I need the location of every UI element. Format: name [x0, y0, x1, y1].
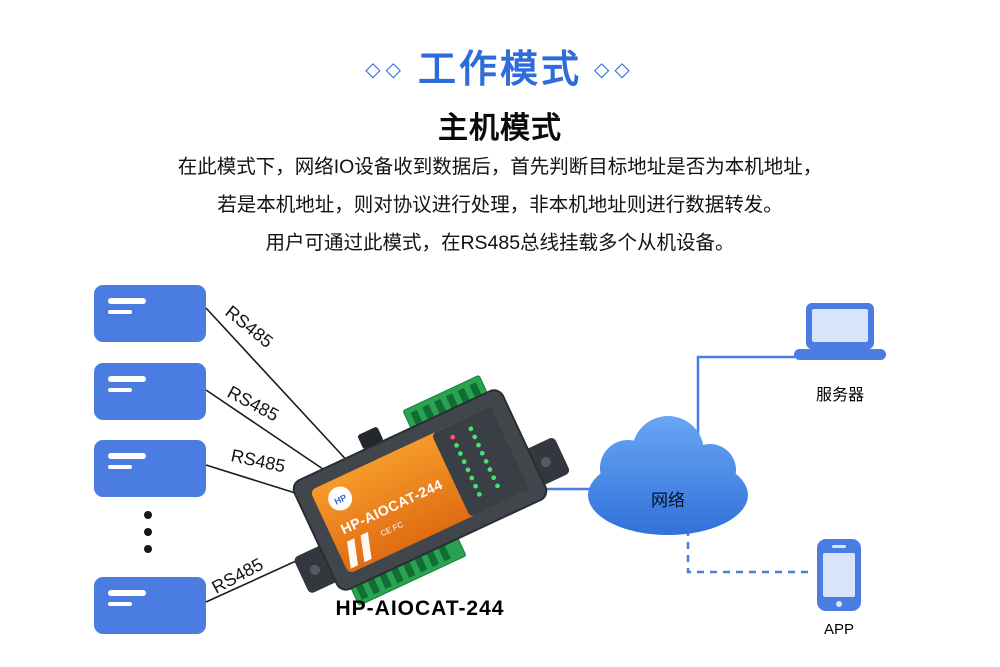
network-cloud [588, 416, 748, 535]
page-title-text: 工作模式 [417, 49, 582, 91]
device-stripe [347, 538, 358, 569]
device-screen-line [108, 388, 132, 392]
server-label: 服务器 [815, 387, 864, 404]
cloud-label: 网络 [651, 491, 685, 510]
device-screen-line [108, 453, 146, 459]
device-leds [450, 426, 500, 497]
device-screen-line [108, 376, 146, 382]
description-line: 若是本机地址，则对协议进行处理，非本机地址则进行数据转发。 [217, 194, 783, 216]
iot-gateway-illustration: HP HP-AIOCAT-244 CE FC [292, 375, 570, 606]
description-paragraph: 在此模式下，网络IO设备收到数据后，首先判断目标地址是否为本机地址， 若是本机地… [0, 148, 1000, 262]
diamond-decor-right-icon: ◇◇ [594, 59, 635, 81]
cloud-app-line [686, 516, 813, 574]
rs485-label: RS485 [229, 445, 287, 476]
device-screen-line [108, 590, 146, 596]
slave-device-box [94, 577, 206, 634]
device-screen-line [108, 602, 132, 606]
slave-device-box [94, 363, 206, 420]
device-led-section [433, 407, 529, 516]
vertical-ellipsis [144, 511, 152, 553]
app-label: APP [823, 621, 854, 638]
rs485-label: RS485 [221, 302, 276, 352]
mobile-phone-icon [817, 539, 861, 611]
device-screen-line [108, 310, 132, 314]
diamond-decor-left-icon: ◇◇ [365, 59, 406, 81]
device-caption: HP-AIOCAT-244 [335, 597, 505, 620]
device-screen-line [108, 298, 146, 304]
device-screen-line [108, 465, 132, 469]
device-logo-text: HP [333, 492, 349, 506]
slave-device-box [94, 440, 206, 497]
slave-device-box [94, 285, 206, 342]
section-subtitle: 主机模式 [438, 112, 562, 145]
rs485-label: RS485 [208, 554, 266, 598]
rs485-line [205, 307, 353, 467]
description-line: 用户可通过此模式，在RS485总线挂载多个从机设备。 [265, 232, 735, 254]
description-line: 在此模式下，网络IO设备收到数据后，首先判断目标地址是否为本机地址， [177, 156, 823, 178]
cloud-server-line [696, 355, 795, 450]
page-title: ◇◇ 工作模式 ◇◇ [0, 38, 1000, 93]
device-stripe [360, 531, 372, 563]
server-laptop-icon [794, 303, 886, 360]
rs485-label: RS485 [224, 382, 282, 426]
device-logo [328, 486, 353, 511]
